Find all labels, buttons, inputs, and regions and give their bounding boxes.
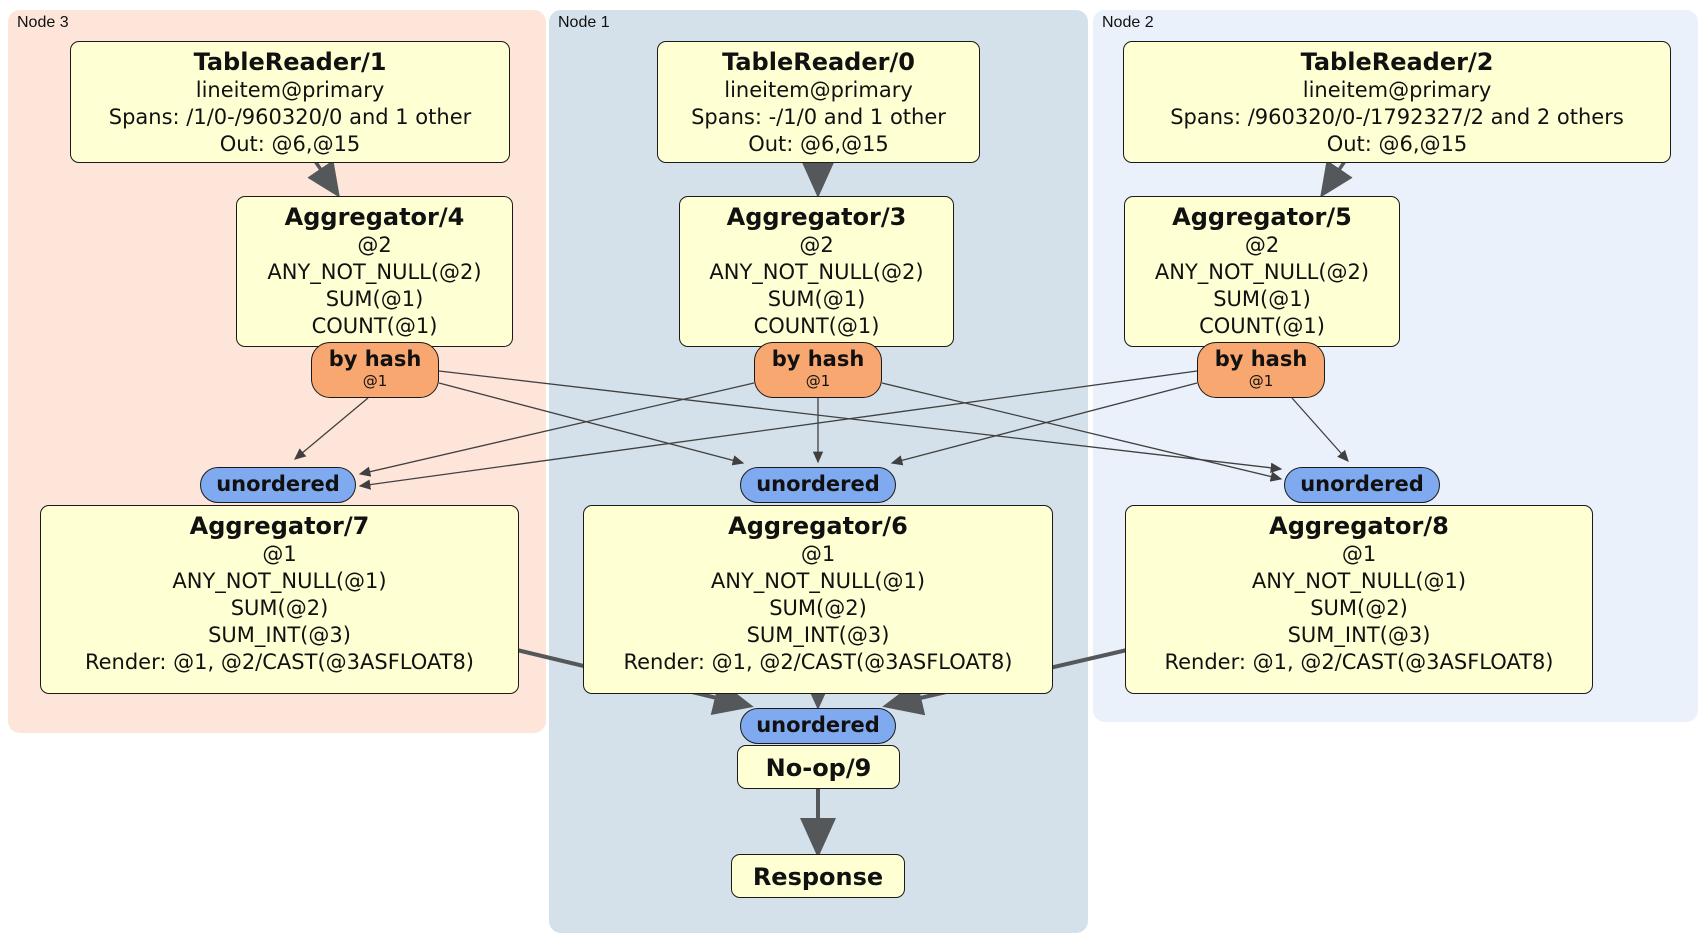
- processor-aggregator-6: Aggregator/6 @1 ANY_NOT_NULL(@1) SUM(@2)…: [583, 505, 1053, 694]
- processor-detail: Out: @6,@15: [1326, 132, 1468, 156]
- edge-byhash4-unordered8: [438, 370, 1283, 473]
- processor-detail: Out: @6,@15: [748, 132, 889, 156]
- processor-detail: @1: [800, 542, 836, 566]
- edge-byhash4-unordered7: [294, 397, 369, 460]
- processor-detail: Render: @1, @2/CAST(@3ASFLOAT8): [84, 650, 475, 674]
- processor-detail: ANY_NOT_NULL(@2): [1154, 260, 1370, 284]
- processor-detail: ANY_NOT_NULL(@1): [710, 569, 926, 593]
- router-label: by hash: [771, 347, 865, 371]
- processor-detail: @2: [799, 233, 834, 257]
- processor-detail: ANY_NOT_NULL(@1): [1251, 569, 1467, 593]
- processor-detail: SUM_INT(@3): [208, 623, 351, 647]
- processor-detail: Render: @1, @2/CAST(@3ASFLOAT8): [623, 650, 1013, 674]
- stream-unordered-node1: unordered: [740, 467, 896, 503]
- processor-title: No-op/9: [765, 754, 872, 782]
- processor-detail: SUM(@2): [1310, 596, 1408, 620]
- processor-detail: @2: [1244, 233, 1280, 257]
- processor-response: Response: [731, 854, 905, 898]
- processor-detail: SUM(@1): [325, 287, 424, 311]
- processor-title: Aggregator/5: [1172, 203, 1352, 231]
- processor-detail: @1: [262, 542, 297, 566]
- processor-aggregator-8: Aggregator/8 @1 ANY_NOT_NULL(@1) SUM(@2)…: [1125, 505, 1593, 694]
- edge-byhash5-unordered6: [890, 382, 1198, 466]
- processor-detail: COUNT(@1): [753, 314, 880, 338]
- processor-detail: Render: @1, @2/CAST(@3ASFLOAT8): [1164, 650, 1554, 674]
- router-detail: @1: [805, 372, 831, 390]
- processor-detail: SUM(@1): [1213, 287, 1311, 311]
- router-detail: @1: [1248, 372, 1274, 390]
- processor-detail: COUNT(@1): [311, 314, 438, 338]
- region-label-node-2: Node 2: [1102, 14, 1154, 31]
- processor-detail: Spans: /1/0-/960320/0 and 1 other: [108, 105, 472, 129]
- processor-tablereader-1: TableReader/1 lineitem@primary Spans: /1…: [70, 41, 510, 163]
- processor-detail: COUNT(@1): [1199, 314, 1325, 338]
- edge-tr1-agg4: [307, 159, 340, 198]
- router-label: by hash: [328, 347, 422, 371]
- processor-title: TableReader/0: [722, 48, 915, 76]
- stream-unordered-node2: unordered: [1284, 467, 1440, 503]
- processor-aggregator-5: Aggregator/5 @2 ANY_NOT_NULL(@2) SUM(@1)…: [1124, 196, 1400, 347]
- processor-title: Response: [752, 863, 884, 891]
- processor-aggregator-3: Aggregator/3 @2 ANY_NOT_NULL(@2) SUM(@1)…: [679, 196, 954, 347]
- router-by-hash-node3: by hash @1: [311, 342, 439, 398]
- processor-title: TableReader/1: [193, 48, 387, 76]
- stream-label: unordered: [756, 472, 880, 496]
- router-label: by hash: [1214, 347, 1308, 371]
- edge-byhash4-unordered6: [438, 382, 745, 466]
- processor-detail: lineitem@primary: [724, 78, 913, 102]
- edge-byhash3-unordered7: [358, 382, 755, 477]
- processor-title: Aggregator/3: [726, 203, 907, 231]
- processor-detail: @2: [357, 233, 392, 257]
- region-label-node-3: Node 3: [17, 14, 69, 31]
- stream-unordered-node3: unordered: [200, 467, 356, 503]
- edge-byhash3-unordered8: [881, 382, 1283, 482]
- processor-aggregator-4: Aggregator/4 @2 ANY_NOT_NULL(@2) SUM(@1)…: [236, 196, 513, 347]
- processor-detail: ANY_NOT_NULL(@1): [172, 569, 387, 593]
- processor-detail: Spans: -/1/0 and 1 other: [691, 105, 946, 129]
- processor-detail: SUM_INT(@3): [746, 623, 890, 647]
- processor-aggregator-7: Aggregator/7 @1 ANY_NOT_NULL(@1) SUM(@2)…: [40, 505, 519, 694]
- processor-detail: Spans: /960320/0-/1792327/2 and 2 others: [1170, 105, 1624, 129]
- processor-title: TableReader/2: [1300, 48, 1494, 76]
- stream-label: unordered: [1300, 472, 1424, 496]
- edge-tr2-agg5: [1320, 159, 1353, 198]
- processor-title: Aggregator/6: [728, 512, 908, 540]
- router-detail: @1: [362, 372, 388, 390]
- stream-label: unordered: [756, 713, 880, 737]
- edge-byhash5-unordered7: [358, 370, 1198, 490]
- processor-title: Aggregator/7: [189, 512, 370, 540]
- processor-title: Aggregator/8: [1269, 512, 1449, 540]
- edge-byhash5-unordered8: [1291, 397, 1349, 462]
- processor-tablereader-2: TableReader/2 lineitem@primary Spans: /9…: [1123, 41, 1671, 163]
- processor-detail: SUM(@2): [769, 596, 867, 620]
- router-by-hash-node2: by hash @1: [1197, 342, 1325, 398]
- processor-detail: ANY_NOT_NULL(@2): [709, 260, 924, 284]
- stream-unordered-final: unordered: [740, 708, 896, 744]
- processor-detail: SUM(@2): [230, 596, 329, 620]
- processor-detail: lineitem@primary: [1302, 78, 1492, 102]
- router-by-hash-node1: by hash @1: [754, 342, 882, 398]
- edges-hash-router-streams: [294, 370, 1349, 490]
- processor-tablereader-0: TableReader/0 lineitem@primary Spans: -/…: [657, 41, 980, 163]
- processor-detail: lineitem@primary: [195, 78, 385, 102]
- edges-tablereader-to-aggregator: [307, 159, 1353, 198]
- processor-detail: SUM_INT(@3): [1287, 623, 1431, 647]
- stream-label: unordered: [216, 472, 340, 496]
- processor-title: Aggregator/4: [284, 203, 465, 231]
- processor-detail: ANY_NOT_NULL(@2): [267, 260, 482, 284]
- processor-detail: @1: [1341, 542, 1377, 566]
- processor-detail: SUM(@1): [767, 287, 866, 311]
- processor-noop-9: No-op/9: [737, 745, 900, 789]
- region-label-node-1: Node 1: [558, 14, 610, 31]
- processor-detail: Out: @6,@15: [219, 132, 361, 156]
